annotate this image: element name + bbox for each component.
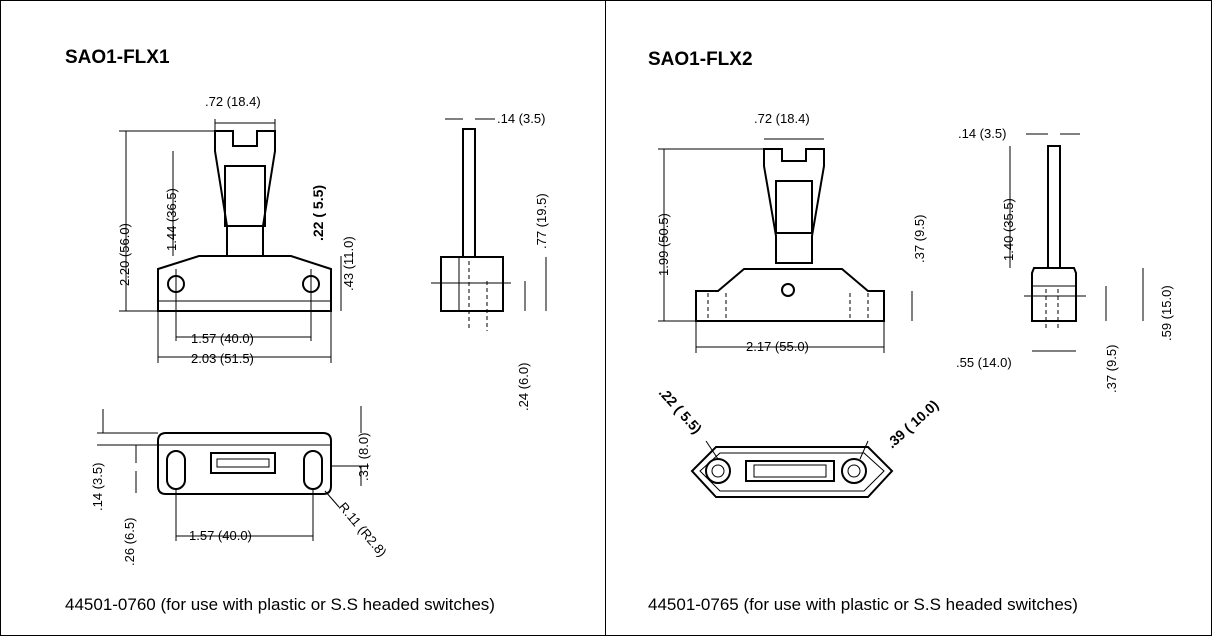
dim-plan-slot-offset: .14 (3.5) xyxy=(90,463,105,511)
boss-right xyxy=(841,458,867,484)
dim-side-thickness: .14 (3.5) xyxy=(958,126,1006,141)
center-hole xyxy=(781,283,795,297)
dim-side-base: .37 (9.5) xyxy=(1104,345,1119,393)
dim-hole-dia: .22 ( 5.5) xyxy=(310,185,326,241)
side-base xyxy=(1031,267,1077,322)
dim-tongue-height: 1.44 (36.5) xyxy=(164,188,179,251)
dim-top-width: .72 (18.4) xyxy=(205,94,261,109)
tongue-outline xyxy=(763,148,825,264)
dim-side-thickness: .14 (3.5) xyxy=(497,111,545,126)
part-title: SAO1-FLX2 xyxy=(648,49,753,70)
side-tongue xyxy=(1047,145,1061,269)
dim-base-width: 2.03 (51.5) xyxy=(191,351,254,366)
drawing-sao1-flx2: .72 (18.4) 1.99 (50.5) .37 (9.5) 2.17 (5… xyxy=(656,111,1174,498)
panel-sao1-flx1: SAO1-FLX1 .72 (18.4) xyxy=(0,0,606,636)
side-base xyxy=(440,256,504,312)
dim-base-height: .43 (11.0) xyxy=(341,236,356,291)
tongue-window xyxy=(775,180,813,234)
hole-right xyxy=(847,464,861,478)
dim-hole-dia: .22 ( 5.5) xyxy=(656,384,705,436)
leader-line xyxy=(859,440,869,460)
leader-line xyxy=(324,490,340,508)
plan-view: .22 ( 5.5) .39 ( 10.0) xyxy=(656,384,941,498)
dim-plan-hole-spacing: 1.57 (40.0) xyxy=(189,528,252,543)
part-caption: 44501-0765 (for use with plastic or S.S … xyxy=(648,595,1078,614)
dim-plan-slot-length: .26 (6.5) xyxy=(122,518,137,566)
tongue-window xyxy=(224,165,266,227)
dim-plan-radius: R.11 (R2.8) xyxy=(336,499,390,559)
plan-slot-right xyxy=(303,450,323,490)
dim-base-width: 2.17 (55.0) xyxy=(746,339,809,354)
dim-boss-dia: .39 ( 10.0) xyxy=(883,397,941,452)
plan-window-inner xyxy=(216,458,270,468)
front-view: .72 (18.4) 2.20 (56.0) 1.44 (36.5) .22 (… xyxy=(117,94,356,366)
plan-view: .14 (3.5) .26 (6.5) .31 (8.0) 1.57 (40.0… xyxy=(90,406,390,566)
side-view: .14 (3.5) .77 (19.5) .24 (6.0) xyxy=(431,111,549,411)
dim-plan-depth: .31 (8.0) xyxy=(356,433,371,481)
plan-window xyxy=(745,460,835,482)
side-tongue xyxy=(462,128,476,258)
dim-base-height: .37 (9.5) xyxy=(912,215,927,263)
front-view: .72 (18.4) 1.99 (50.5) .37 (9.5) 2.17 (5… xyxy=(656,111,927,354)
plan-window-inner xyxy=(753,464,827,478)
dim-side-depth: .55 (14.0) xyxy=(956,355,1012,370)
plan-inner-outline xyxy=(699,452,885,492)
dim-overall-height: 1.99 (50.5) xyxy=(656,213,671,276)
drawing-sao1-flx1: .72 (18.4) 2.20 (56.0) 1.44 (36.5) .22 (… xyxy=(90,94,549,566)
dim-side-total: .59 (15.0) xyxy=(1159,285,1174,341)
hole-left xyxy=(711,464,725,478)
base-outline xyxy=(695,268,885,322)
plan-outline xyxy=(157,432,332,495)
dim-hole-spacing: 1.57 (40.0) xyxy=(191,331,254,346)
dim-overall-height: 2.20 (56.0) xyxy=(117,223,132,286)
dim-side-upper: 1.40 (35.5) xyxy=(1001,198,1016,261)
dim-side-upper: .77 (19.5) xyxy=(534,193,549,249)
side-view: .14 (3.5) 1.40 (35.5) .59 (15.0) .55 (14… xyxy=(956,126,1174,393)
plan-slot-left xyxy=(166,450,186,490)
plan-outline xyxy=(690,446,894,498)
dim-side-lower: .24 (6.0) xyxy=(516,363,531,411)
boss-left xyxy=(705,458,731,484)
panel-sao1-flx2: SAO1-FLX2 .72 (18.4) 1.99 (50.5) .37 (9 xyxy=(606,0,1212,636)
dim-top-width: .72 (18.4) xyxy=(754,111,810,126)
part-title: SAO1-FLX1 xyxy=(65,47,170,68)
part-caption: 44501-0760 (for use with plastic or S.S … xyxy=(65,595,495,614)
leader-line xyxy=(705,440,719,460)
plan-window xyxy=(210,452,276,474)
